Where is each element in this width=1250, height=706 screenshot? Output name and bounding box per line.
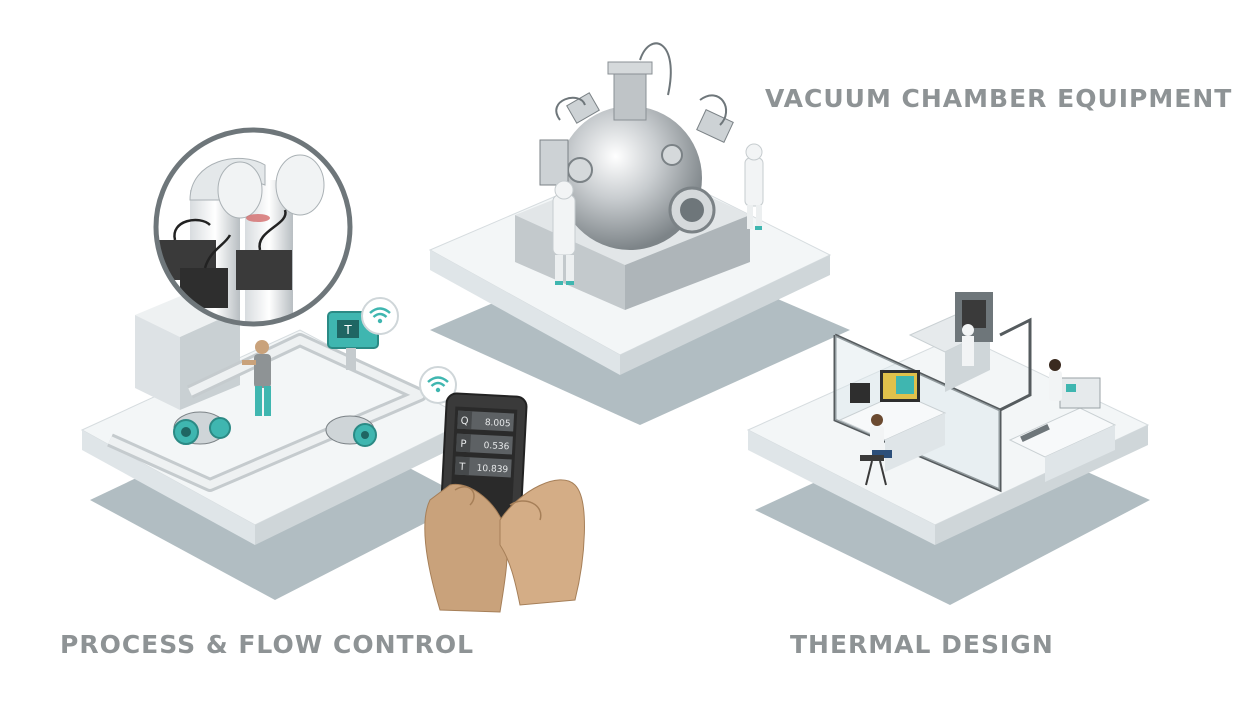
reading-row: P 0.536	[456, 433, 513, 455]
wifi-icon	[419, 366, 457, 404]
wifi-icon	[361, 297, 399, 335]
technician	[242, 340, 271, 416]
label-process-flow-control: PROCESS & FLOW CONTROL	[60, 630, 475, 659]
label-thermal-design: THERMAL DESIGN	[790, 630, 1054, 659]
reading-symbol: T	[458, 462, 467, 473]
reading-row: T 10.839	[454, 456, 512, 478]
magnified-pipe-view	[153, 127, 353, 327]
hands	[424, 479, 585, 613]
thermal-design-platform	[746, 292, 1150, 605]
reading-value: 8.005	[485, 418, 511, 429]
reading-row: Q 8.005	[457, 410, 515, 432]
transmitter-symbol: T	[343, 323, 352, 337]
label-vacuum-chamber-equipment: VACUUM CHAMBER EQUIPMENT	[765, 84, 1233, 113]
vacuum-chamber-sphere	[539, 42, 734, 250]
reading-value: 10.839	[476, 464, 508, 476]
cleanroom-worker-right	[744, 143, 764, 230]
cleanroom-worker-left	[552, 180, 576, 285]
flow-meter-right	[325, 415, 377, 447]
process-flow-platform	[80, 290, 472, 600]
reading-symbol: P	[460, 439, 467, 450]
reading-symbol: Q	[460, 416, 469, 427]
reading-value: 0.536	[483, 441, 510, 452]
flow-meter-left	[173, 411, 231, 445]
